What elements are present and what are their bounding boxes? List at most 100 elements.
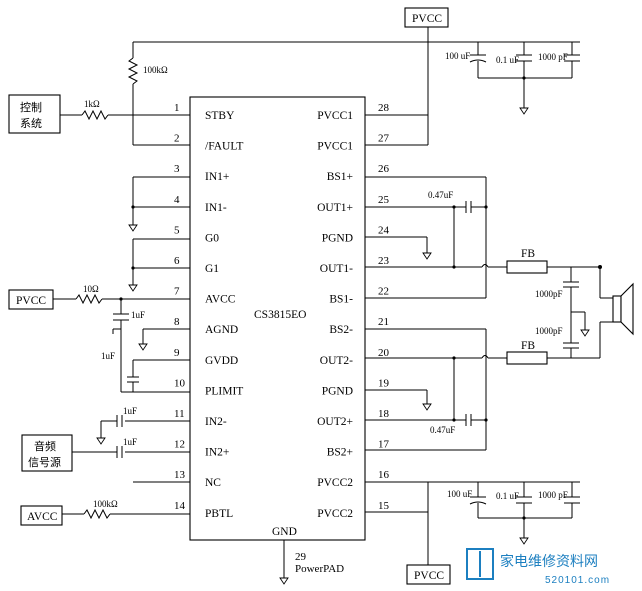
c-avcc-label: 1uF: [131, 310, 145, 320]
right-pin-number: 19: [378, 377, 390, 389]
r-stby-label: 1kΩ: [84, 99, 100, 109]
ground-symbol-pgnd1: [422, 252, 432, 260]
ground-symbol-in1: [128, 224, 138, 232]
right-pin-label: PVCC1: [317, 141, 353, 153]
right-pin-label: OUT1-: [320, 263, 353, 275]
left-pin-label: PLIMIT: [205, 385, 243, 397]
left-pin-number: 6: [174, 255, 180, 267]
ferrite-bead-2: [506, 351, 548, 365]
ground-symbol-in2: [96, 437, 106, 445]
right-pin-label: BS1-: [329, 294, 353, 306]
control-system-label-2: 系统: [20, 117, 42, 130]
right-pin-number: 25: [378, 194, 390, 206]
right-pin-label: OUT2-: [320, 355, 353, 367]
left-pin-label: STBY: [205, 110, 235, 122]
avcc-box: [20, 505, 63, 526]
fb1-label: FB: [521, 248, 535, 260]
right-pin-number: 16: [378, 469, 390, 481]
left-pin-label: AVCC: [205, 294, 236, 306]
right-pin-label: PVCC2: [317, 477, 353, 489]
right-pin-number: 20: [378, 347, 390, 359]
ground-symbol-top-caps: [519, 107, 529, 115]
top-cap-3-label: 1000 pF: [538, 52, 568, 62]
right-pin-label: PGND: [322, 232, 353, 244]
left-pin-label: IN2-: [205, 416, 227, 428]
r-avcc-label: 10Ω: [83, 284, 99, 294]
c-gvdd-label: 1uF: [101, 351, 115, 361]
left-pin-number: 8: [174, 316, 180, 328]
left-pin-number: 12: [174, 439, 185, 451]
left-pins: 1STBY2/FAULT3IN1+4IN1-5G06G17AVCC8AGND9G…: [174, 102, 243, 520]
pvcc-bottom-box: [406, 564, 451, 585]
ic-body: [189, 96, 366, 541]
ground-symbol-gain: [128, 284, 138, 292]
right-pins: 28PVCC127PVCC126BS1+25OUT1+24PGND23OUT1-…: [317, 102, 389, 520]
left-pin-number: 13: [174, 469, 186, 481]
right-pin-number: 15: [378, 500, 390, 512]
right-pin-number: 21: [378, 316, 389, 328]
c-fb1-label: 1000pF: [535, 289, 563, 299]
left-pin-label: NC: [205, 477, 221, 489]
speaker-icon: [612, 295, 622, 323]
right-pin-number: 17: [378, 439, 390, 451]
left-pin-number: 4: [174, 194, 180, 206]
ic-gnd-label: GND: [272, 526, 297, 538]
ground-symbol-pgnd2: [422, 403, 432, 411]
ferrite-bead-1: [506, 260, 548, 274]
bottom-cap-3-label: 1000 pF: [538, 490, 568, 500]
right-pin-number: 22: [378, 286, 389, 298]
c-fb2-label: 1000pF: [535, 326, 563, 336]
right-pin-number: 23: [378, 255, 390, 267]
c-bs1-label: 0.47uF: [428, 190, 453, 200]
r-pbtl-label: 100kΩ: [93, 499, 118, 509]
left-pin-label: G0: [205, 232, 219, 244]
resistor-stby: [81, 109, 109, 121]
left-pin-label: PBTL: [205, 508, 233, 520]
pvcc-top-box: [404, 7, 449, 28]
right-pin-number: 26: [378, 163, 390, 175]
left-pin-number: 11: [174, 408, 185, 420]
watermark-title: 家电维修资料网: [500, 553, 598, 570]
right-pin-label: OUT1+: [317, 202, 353, 214]
c-bs2-label: 0.47uF: [430, 425, 455, 435]
left-pin-label: /FAULT: [205, 141, 243, 153]
resistor-pullup: [127, 57, 139, 85]
left-pin-label: IN2+: [205, 447, 229, 459]
right-pin-label: PGND: [322, 385, 353, 397]
left-pin-number: 2: [174, 133, 180, 145]
left-pin-number: 9: [174, 347, 180, 359]
left-pin-label: G1: [205, 263, 219, 275]
resistor-avcc: [75, 293, 103, 305]
top-cap-2-label: 0.1 uF: [496, 55, 519, 65]
control-system-box: [8, 94, 61, 134]
left-pin-label: IN1-: [205, 202, 227, 214]
ground-symbol-bottom-caps: [519, 537, 529, 545]
powerpad-pin-number: 29: [295, 551, 307, 563]
left-pin-number: 5: [174, 224, 180, 236]
avcc-label: AVCC: [27, 511, 58, 523]
bottom-cap-2-label: 0.1 uF: [496, 491, 519, 501]
right-pin-number: 24: [378, 224, 390, 236]
right-pin-label: BS2-: [329, 324, 353, 336]
ic-name: CS3815EO: [254, 309, 306, 321]
right-pin-label: BS2+: [327, 447, 353, 459]
left-pin-label: GVDD: [205, 355, 238, 367]
left-pin-number: 10: [174, 377, 186, 389]
left-pin-number: 1: [174, 102, 180, 114]
pvcc-bottom-label: PVCC: [414, 570, 444, 582]
resistor-pbtl: [83, 508, 111, 520]
right-pin-label: BS1+: [327, 171, 353, 183]
ground-symbol-agnd: [138, 343, 148, 351]
audio-source-label-1: 音频: [34, 439, 56, 453]
left-pin-label: AGND: [205, 324, 238, 336]
right-pin-label: PVCC1: [317, 110, 353, 122]
ground-symbol-powerpad: [279, 577, 289, 585]
right-pin-number: 28: [378, 102, 390, 114]
right-pin-number: 18: [378, 408, 390, 420]
c-in2m-label: 1uF: [123, 406, 137, 416]
fb2-label: FB: [521, 340, 535, 352]
pvcc-left-label: PVCC: [16, 295, 46, 307]
powerpad-label: PowerPAD: [295, 563, 344, 575]
right-pin-label: PVCC2: [317, 508, 353, 520]
